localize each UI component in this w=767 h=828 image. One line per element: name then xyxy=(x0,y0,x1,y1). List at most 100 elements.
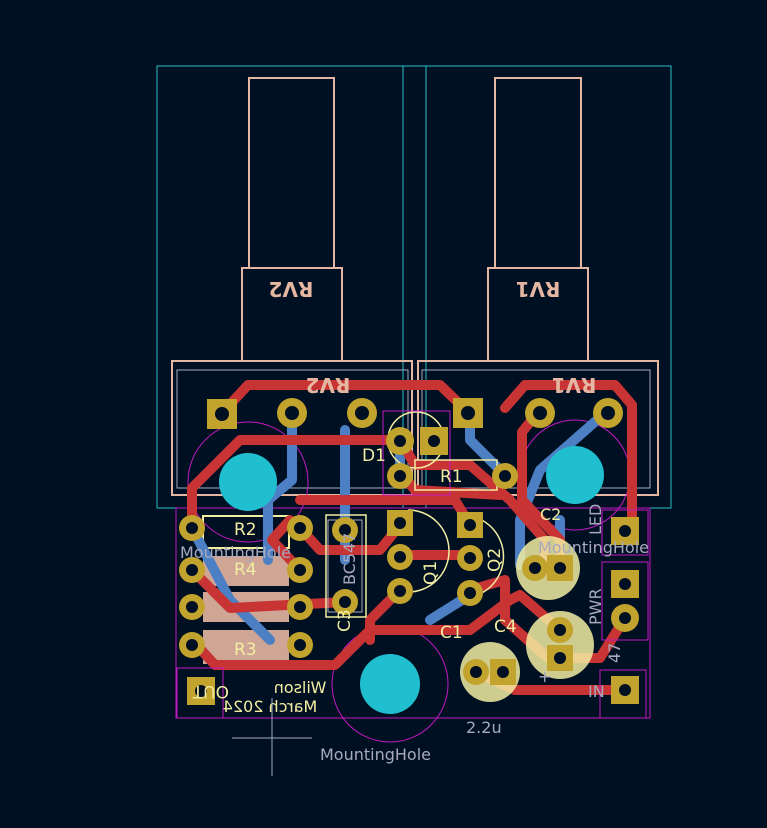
mounting-hole-main[interactable] xyxy=(360,654,420,714)
connector-led-outline xyxy=(601,509,649,556)
pot-rv2-housing xyxy=(171,360,413,496)
c4-label: C4 xyxy=(494,617,517,637)
drill-led-1 xyxy=(619,525,631,537)
board-outline xyxy=(156,65,672,719)
front-trace-r3 xyxy=(187,625,475,670)
drill-c4-1 xyxy=(554,624,566,636)
resistor-r3-body xyxy=(203,630,289,664)
mounting-hole-rv1[interactable] xyxy=(546,446,604,504)
drill-r4-1 xyxy=(186,564,198,576)
drill-rv1-2 xyxy=(533,406,547,420)
drill-pwr-1 xyxy=(619,578,631,590)
drill-rv1-3 xyxy=(601,406,615,420)
value-47-label: 47 xyxy=(605,643,624,663)
drill-c3-1 xyxy=(339,524,351,536)
mounting-hole-right-label: MountingHole xyxy=(538,538,649,557)
d1-label: D1 xyxy=(362,446,386,466)
mounting-hole-rv2-courtyard xyxy=(187,421,309,543)
drill-q1-3 xyxy=(394,585,406,597)
drill-r5-1 xyxy=(186,601,198,613)
front-trace-rv2-left xyxy=(187,435,393,533)
front-trace-c4 xyxy=(465,590,565,635)
pot-rv2-shaft xyxy=(248,77,335,269)
drill-d1-2 xyxy=(428,435,440,447)
pot-rv1-body[interactable]: RV1 xyxy=(417,77,659,496)
drill-r1-1 xyxy=(394,470,406,482)
rv2-back-label: RV2 xyxy=(269,277,314,301)
rv1-front-label: RV1 xyxy=(552,373,597,397)
front-trace-r1 xyxy=(365,585,405,645)
pwr-label: PWR xyxy=(586,588,605,625)
drill-r4-2 xyxy=(294,564,306,576)
connector-out-outline xyxy=(176,667,224,719)
edge-cuts xyxy=(175,507,651,719)
front-trace-rv1-loop xyxy=(500,380,637,535)
back-silk-march: March 2024 xyxy=(223,697,318,716)
drill-r3-2 xyxy=(294,639,306,651)
drill-c4-2 xyxy=(554,652,566,664)
connector-pwr-outline xyxy=(601,561,649,641)
led-label: LED xyxy=(586,504,605,535)
drill-r5-2 xyxy=(294,601,306,613)
q1-label: Q1 xyxy=(421,561,441,585)
front-trace-r2-r4 xyxy=(267,515,305,575)
r4-label: R4 xyxy=(234,560,257,580)
drill-in-1 xyxy=(619,684,631,696)
pot-rv2-body[interactable]: RV2 xyxy=(171,77,413,496)
r3-label: R3 xyxy=(234,640,257,660)
drill-r3-1 xyxy=(186,639,198,651)
drill-q2-1 xyxy=(464,519,476,531)
drill-rv2-2 xyxy=(285,406,299,420)
c2-label: C2 xyxy=(540,505,561,524)
back-silk-wilson: Wilson xyxy=(274,678,327,697)
drill-c1-2 xyxy=(497,666,509,678)
c3-label: C3 xyxy=(335,609,355,632)
q2-label: Q2 xyxy=(485,548,505,572)
rv2-front-label: RV2 xyxy=(306,373,351,397)
drill-c3-2 xyxy=(339,596,351,608)
drill-c1-1 xyxy=(470,666,482,678)
drill-r2-2 xyxy=(294,522,306,534)
drill-d1-1 xyxy=(394,435,406,447)
c1-label: C1 xyxy=(440,623,463,643)
mounting-hole-main-label: MountingHole xyxy=(320,745,431,764)
drill-pwr-2 xyxy=(619,612,631,624)
capacitor-c3-outline xyxy=(325,514,367,618)
drill-c2-1 xyxy=(529,562,541,574)
led-d1-courtyard xyxy=(382,410,451,496)
drill-q2-3 xyxy=(464,587,476,599)
drill-r1-2 xyxy=(499,470,511,482)
drill-rv2-3 xyxy=(355,406,369,420)
pot-fab-outline-left xyxy=(176,369,409,489)
drill-rv1-1 xyxy=(461,406,475,420)
in-label: IN xyxy=(588,682,605,701)
bc547-label: BC547 xyxy=(340,533,359,585)
rv1-back-label: RV1 xyxy=(516,277,561,301)
front-trace-q2 xyxy=(465,575,553,663)
back-trace-3 xyxy=(515,408,610,570)
front-trace-r2-c3 xyxy=(295,520,405,555)
pads[interactable] xyxy=(179,398,639,705)
drill-q2-2 xyxy=(464,552,476,564)
back-trace-5 xyxy=(187,523,275,645)
silkscreen-labels: RV2 RV1 D1 R1 R2 R4 R3 MountingHole Moun… xyxy=(180,373,649,764)
pot-rv1-shaft xyxy=(494,77,582,269)
drill-rv2-1 xyxy=(215,407,229,421)
pot-rv1-housing xyxy=(417,360,659,496)
c1-value-label: 2.2u xyxy=(466,718,502,737)
mounting-hole-left-label: MountingHole xyxy=(180,543,291,562)
mounting-hole-rv2[interactable] xyxy=(219,453,277,511)
origin-crosshair xyxy=(232,698,312,776)
transistor-q1-outline xyxy=(407,509,450,593)
drill-c2-2 xyxy=(554,562,566,574)
r2-label: R2 xyxy=(234,520,257,540)
drill-out-1 xyxy=(195,685,207,697)
drill-r2-1 xyxy=(186,522,198,534)
back-trace-1 xyxy=(263,408,297,565)
out-label: OUT xyxy=(192,681,229,701)
drill-q1-2 xyxy=(394,551,406,563)
plus-label: + xyxy=(538,667,551,686)
drill-q1-1 xyxy=(394,517,406,529)
connector-in-outline xyxy=(599,669,647,719)
